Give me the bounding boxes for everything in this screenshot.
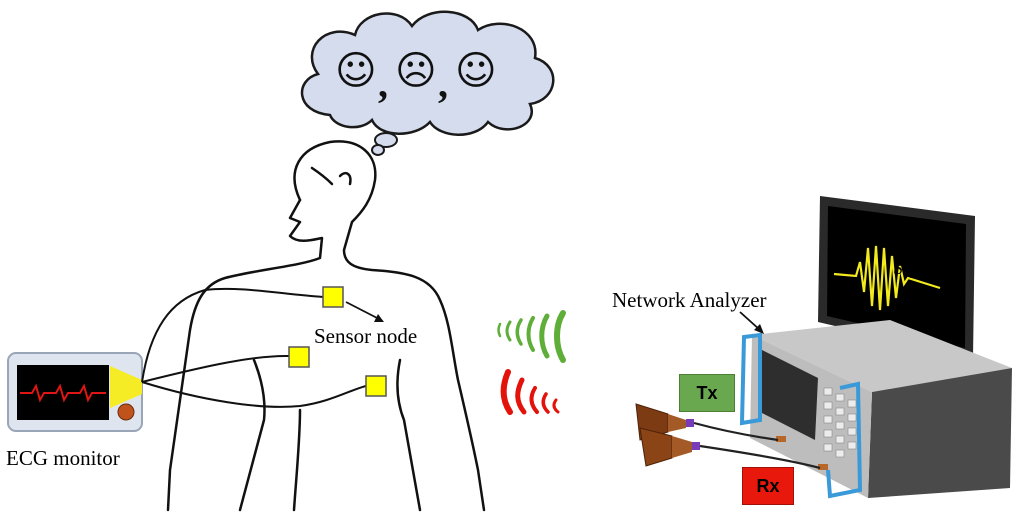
sensor-arrow <box>345 301 384 322</box>
received-signal-label-line1: Received <box>893 232 960 252</box>
sensor-node-label: Sensor node <box>314 324 418 348</box>
thought-separator: , <box>438 61 448 106</box>
horn-antenna-icon <box>639 427 700 467</box>
rx-label: Rx <box>742 467 794 505</box>
tx-label: Tx <box>679 374 735 412</box>
thought-cloud <box>300 10 555 156</box>
ecg-monitor-icon <box>7 352 143 432</box>
ecg-monitor-label: ECG monitor <box>6 446 120 470</box>
smiley-face-icon: ☺ <box>335 48 377 94</box>
antenna-cables <box>693 421 821 470</box>
human-body-outline <box>166 140 486 512</box>
sad-face-icon: ☹ <box>395 48 437 94</box>
wireless-signal-icon <box>500 369 560 415</box>
sensor-node <box>288 346 310 368</box>
display-monitor <box>818 196 975 360</box>
received-signal-label-line2: Signal <box>893 258 940 278</box>
thought-separator: , <box>378 61 388 106</box>
network-analyzer-device <box>739 320 1012 499</box>
sensor-node <box>365 375 387 397</box>
sensor-node <box>322 286 344 308</box>
network-analyzer-label: Network Analyzer <box>612 288 767 312</box>
network-analyzer-arrow <box>739 311 764 334</box>
smiley-face-icon: ☺ <box>455 48 497 94</box>
wireless-signal-icon <box>497 310 566 363</box>
ecg-wires <box>141 287 367 408</box>
